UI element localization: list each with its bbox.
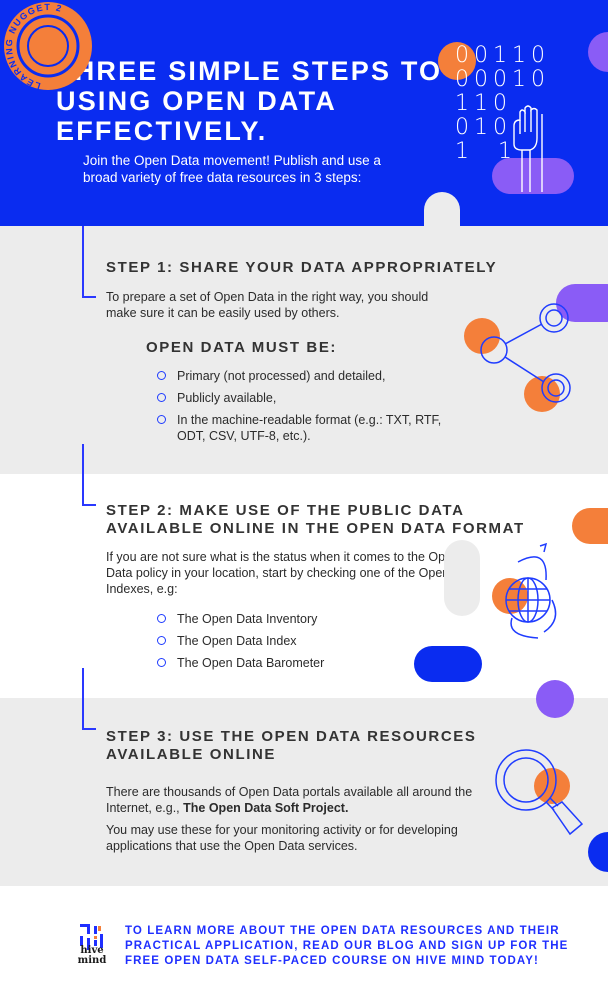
header-banner: 00110 00010 110 010 1 1 THREE SIMPLE STE… [0, 0, 608, 226]
open-data-indexes-list: The Open Data Inventory The Open Data In… [157, 611, 417, 677]
purple-circle-decoration [536, 680, 574, 718]
hand-cable-icon [513, 105, 543, 192]
list-item: The Open Data Index [157, 633, 417, 649]
blue-half-circle-decoration [588, 832, 608, 872]
page-title: THREE SIMPLE STEPS TO USING OPEN DATA EF… [56, 56, 442, 146]
step-2-section: STEP 2: MAKE USE OF THE PUBLIC DATA AVAI… [0, 444, 608, 698]
open-data-must-be-heading: OPEN DATA MUST BE: [146, 339, 338, 356]
step-2-connector-horizontal [82, 504, 96, 506]
blue-pill-decoration [414, 646, 482, 682]
step-1-section: STEP 1: SHARE YOUR DATA APPROPRIATELY To… [0, 226, 608, 474]
orange-circle-decoration [438, 42, 476, 80]
step-2-title-line-2: AVAILABLE ONLINE IN THE OPEN DATA FORMAT [106, 520, 525, 537]
step-3-connector-horizontal [82, 728, 96, 730]
step-3-body-2: You may use these for your monitoring ac… [106, 823, 458, 853]
list-item: Primary (not processed) and detailed, [157, 368, 457, 384]
step-2-body: If you are not sure what is the status w… [106, 550, 480, 596]
binary-digits: 00110 00010 110 010 1 1 [455, 43, 550, 164]
bullet-circle-icon [157, 614, 166, 623]
step-1-title: STEP 1: SHARE YOUR DATA APPROPRIATELY [106, 259, 498, 276]
open-data-requirements-list: Primary (not processed) and detailed, Pu… [157, 368, 457, 450]
hive-mind-logo-text: hive mind [77, 945, 107, 966]
title-line-2: USING OPEN DATA [56, 86, 338, 116]
list-item: The Open Data Barometer [157, 655, 417, 671]
footer-call-to-action: TO LEARN MORE ABOUT THE OPEN DATA RESOUR… [125, 925, 569, 967]
open-data-soft-link-text: The Open Data Soft Project. [183, 801, 349, 815]
bullet-circle-icon [157, 415, 166, 424]
step-3-title-line-1: STEP 3: USE THE OPEN DATA RESOURCES [106, 728, 477, 745]
globe-exchange-icon [492, 542, 557, 639]
orange-pill-decoration [572, 508, 608, 544]
list-item: Publicly available, [157, 390, 457, 406]
step-1-connector-horizontal [82, 296, 96, 298]
hive-mind-logo [80, 924, 103, 950]
bullet-circle-icon [157, 371, 166, 380]
white-pill-decoration [424, 192, 460, 226]
step-3-section: STEP 3: USE THE OPEN DATA RESOURCES AVAI… [0, 668, 608, 886]
step-2-title-line-1: STEP 2: MAKE USE OF THE PUBLIC DATA [106, 502, 465, 519]
intro-text: Join the Open Data movement! Publish and… [83, 153, 381, 185]
list-item: In the machine-readable format (e.g.: TX… [157, 412, 457, 444]
learning-nugget-badge: LEARNING NUGGET 2 [4, 2, 92, 91]
step-2-title: STEP 2: MAKE USE OF THE PUBLIC DATA AVAI… [106, 502, 525, 538]
step-3-connector-vertical [82, 668, 84, 730]
step-2-connector-vertical [82, 444, 84, 506]
title-line-3: EFFECTIVELY. [56, 116, 268, 146]
grey-pill-decoration [444, 540, 480, 616]
step-3-title-line-2: AVAILABLE ONLINE [106, 746, 277, 763]
bullet-circle-icon [157, 393, 166, 402]
step-1-connector-vertical [82, 226, 84, 298]
title-line-1: THREE SIMPLE STEPS TO [56, 56, 443, 86]
step-3-title: STEP 3: USE THE OPEN DATA RESOURCES AVAI… [106, 728, 477, 764]
magnifier-icon [495, 749, 584, 836]
bullet-circle-icon [157, 658, 166, 667]
purple-pill-decoration [492, 158, 574, 194]
share-network-icon [464, 303, 571, 412]
purple-pill-decoration [556, 284, 608, 322]
step-3-body: There are thousands of Open Data portals… [106, 785, 473, 815]
step-1-body: To prepare a set of Open Data in the rig… [106, 290, 429, 320]
purple-half-circle-decoration [588, 32, 608, 72]
list-item: The Open Data Inventory [157, 611, 417, 627]
bullet-circle-icon [157, 636, 166, 645]
